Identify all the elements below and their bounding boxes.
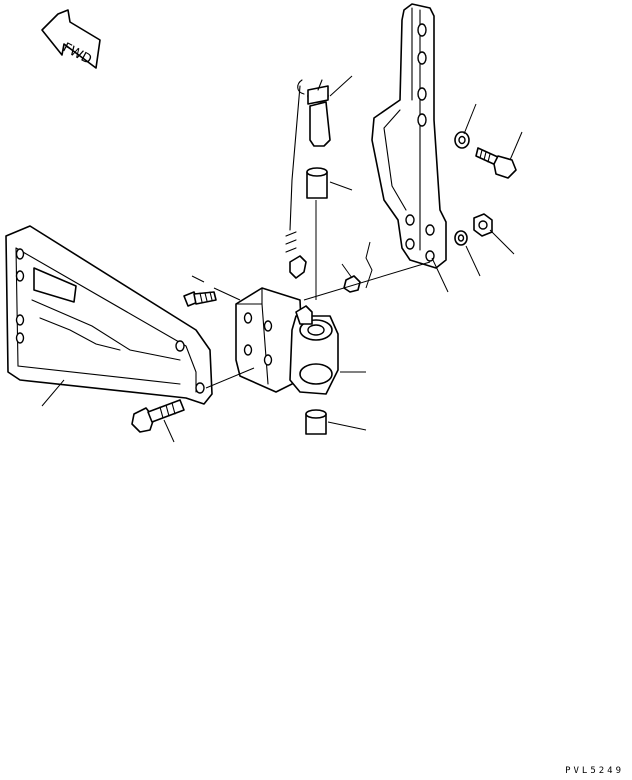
pin-bushing-lower — [305, 409, 327, 435]
mounting-block — [235, 287, 339, 395]
snap-pin — [285, 85, 307, 279]
washer-lower — [454, 230, 468, 246]
hinge-pin — [297, 79, 331, 147]
bolt-upper-right — [475, 147, 517, 179]
leader-lines — [41, 75, 523, 443]
pin-bushing-upper — [306, 167, 328, 199]
bolt-left-large — [131, 399, 185, 433]
swing-arm — [371, 3, 447, 269]
left-bracket — [5, 225, 213, 405]
fwd-arrow-icon — [41, 9, 101, 69]
fwd-direction-marker: FWD — [41, 9, 101, 69]
nut — [473, 213, 493, 237]
washer-upper — [454, 131, 470, 149]
drawing-code: PVL5249 — [565, 766, 624, 776]
bolt-left-small — [183, 291, 217, 307]
